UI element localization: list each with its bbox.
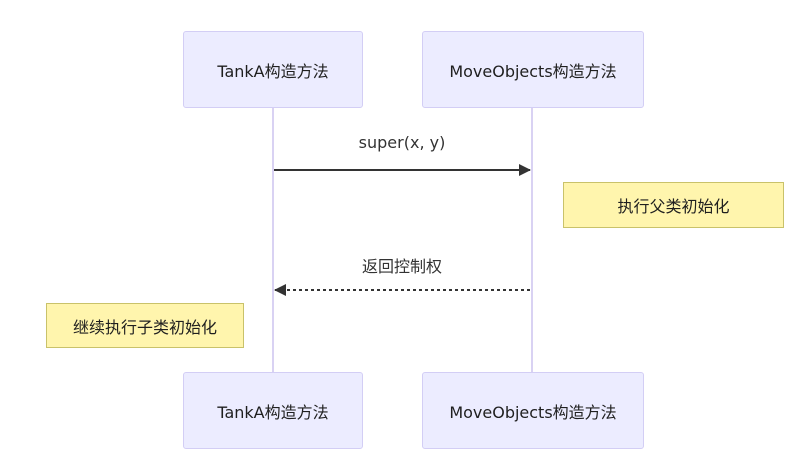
participant-moveobjects-bottom: MoveObjects构造方法 [422,372,644,449]
note-child-init: 继续执行子类初始化 [46,303,244,348]
message-return-control-label: 返回控制权 [361,257,443,276]
participant-tanka-bottom-label: TankA构造方法 [217,402,329,422]
lifeline-moveobjects [531,108,533,372]
message-super-call-label: super(x, y) [358,133,446,152]
participant-tanka-bottom: TankA构造方法 [183,372,363,449]
note-child-init-label: 继续执行子类初始化 [72,317,217,337]
participant-tanka-top-label: TankA构造方法 [217,61,329,81]
participant-moveobjects-top: MoveObjects构造方法 [422,31,644,108]
participant-moveobjects-top-label: MoveObjects构造方法 [449,61,617,81]
note-parent-init-label: 执行父类初始化 [617,197,730,216]
participant-moveobjects-bottom-label: MoveObjects构造方法 [449,402,617,422]
note-parent-init: 执行父类初始化 [563,182,784,228]
lifeline-tanka [272,108,274,372]
participant-tanka-top: TankA构造方法 [183,31,363,108]
